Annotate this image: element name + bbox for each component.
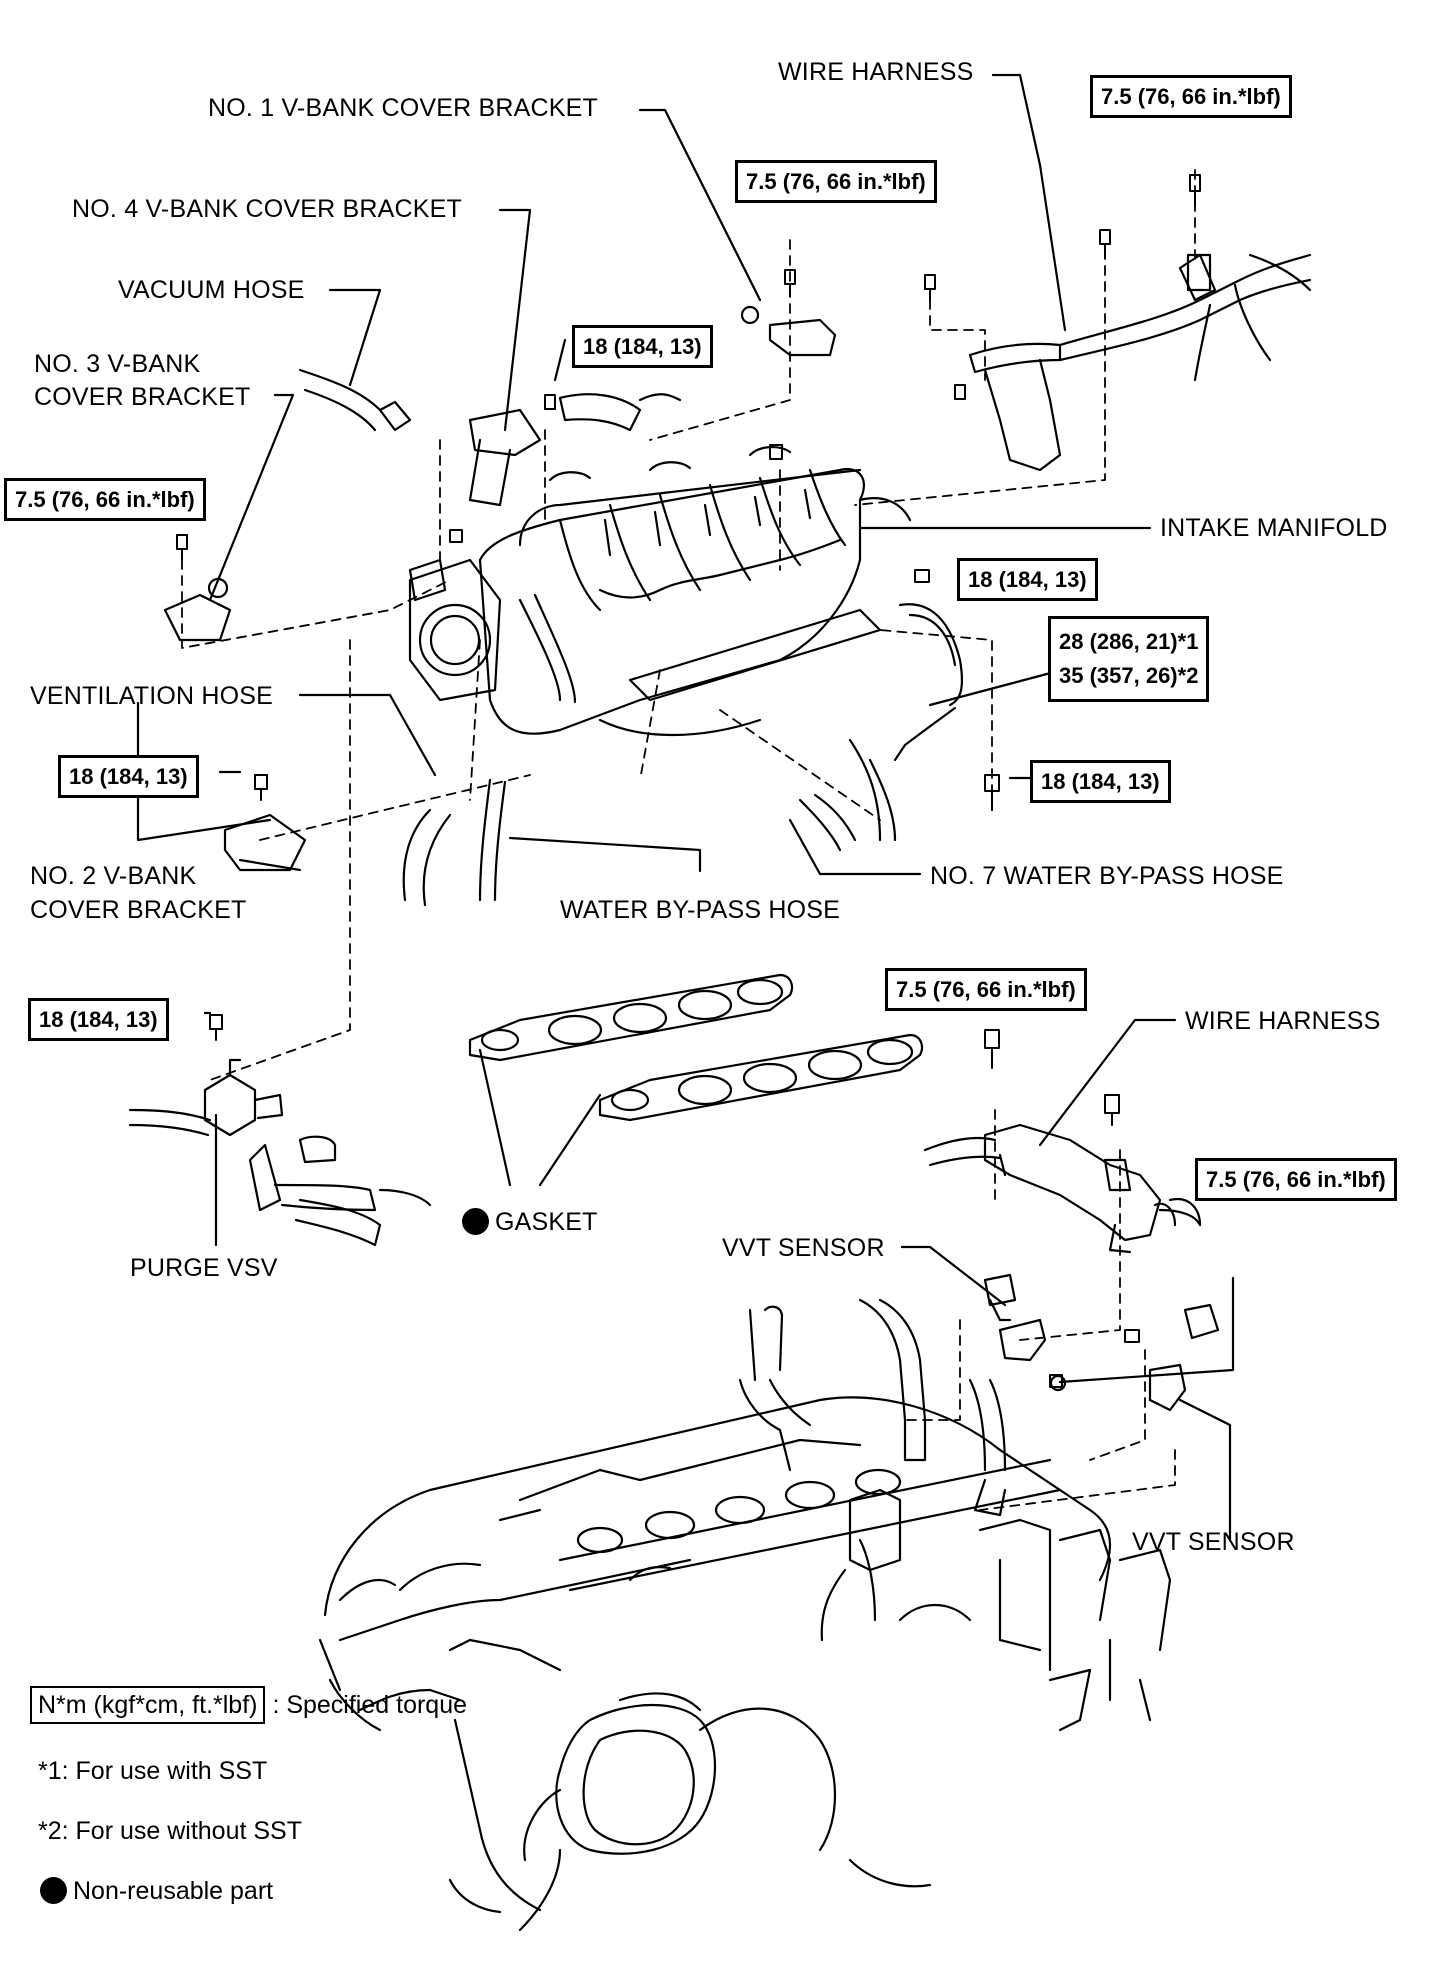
torque-fuel-pipe: 28 (286, 21)*1 35 (357, 26)*2 — [1048, 616, 1210, 702]
legend-torque: N*m (kgf*cm, ft.*lbf) : Specified torque — [30, 1686, 467, 1724]
torque-manifold-right-lower: 18 (184, 13) — [1030, 760, 1171, 803]
legend-note1: *1: For use with SST — [38, 1757, 268, 1785]
legend-torque-key: N*m (kgf*cm, ft.*lbf) — [30, 1686, 266, 1724]
torque-no3-bracket: 7.5 (76, 66 in.*lbf) — [4, 478, 206, 521]
label-no2-v-bank-line1: NO. 2 V-BANK — [30, 862, 197, 890]
nonreusable-dot-icon — [462, 1208, 489, 1235]
legend-nonreusable: Non-reusable part — [40, 1876, 273, 1906]
label-no2-v-bank-line2: COVER BRACKET — [30, 896, 247, 924]
intake-manifold-shape — [408, 446, 912, 737]
torque-fuel-pipe-line2: 35 (357, 26)*2 — [1059, 663, 1199, 688]
legend-note2: *2: For use without SST — [38, 1817, 303, 1845]
label-no4-v-bank-cover-bracket: NO. 4 V-BANK COVER BRACKET — [72, 195, 463, 223]
label-ventilation-hose: VENTILATION HOSE — [30, 682, 274, 710]
label-no3-v-bank-line1: NO. 3 V-BANK — [34, 350, 201, 378]
nonreusable-legend-dot-icon — [40, 1877, 67, 1904]
hoses — [128, 368, 1202, 1247]
torque-no1-bracket: 7.5 (76, 66 in.*lbf) — [735, 160, 937, 203]
gasket-text: GASKET — [495, 1208, 598, 1236]
purge-vsv-shape — [203, 1058, 337, 1164]
label-water-bypass-hose: WATER BY-PASS HOSE — [560, 896, 841, 924]
torque-vvt-sensor: 7.5 (76, 66 in.*lbf) — [1195, 1158, 1397, 1201]
leader-lines — [136, 73, 1235, 1542]
torque-purge-vsv: 18 (184, 13) — [28, 998, 169, 1041]
torque-wire-harness-top: 7.5 (76, 66 in.*lbf) — [1090, 75, 1292, 118]
torque-manifold-bolt-top: 18 (184, 13) — [572, 325, 713, 368]
engine-block-shape — [318, 1298, 1172, 1932]
wire-harness-top-shape — [968, 253, 1312, 472]
bolts — [176, 174, 1201, 1388]
torque-no2-bracket: 18 (184, 13) — [58, 755, 199, 798]
vvt-sensor-shapes — [983, 1273, 1220, 1412]
label-vvt-sensor-lower: VVT SENSOR — [1132, 1528, 1295, 1556]
dashed-lines — [181, 169, 1196, 1511]
legend-torque-desc: : Specified torque — [272, 1691, 468, 1719]
gaskets — [468, 973, 924, 1122]
label-gasket: GASKET — [462, 1208, 598, 1236]
wire-harness-lower-shape — [983, 1123, 1202, 1254]
legend-nonreusable-text: Non-reusable part — [73, 1877, 274, 1905]
label-vacuum-hose: VACUUM HOSE — [118, 276, 305, 304]
torque-fuel-pipe-line1: 28 (286, 21)*1 — [1059, 629, 1199, 654]
label-purge-vsv: PURGE VSV — [130, 1254, 278, 1282]
label-wire-harness-lower: WIRE HARNESS — [1185, 1007, 1381, 1035]
torque-manifold-right-top: 18 (184, 13) — [957, 558, 1098, 601]
label-intake-manifold: INTAKE MANIFOLD — [1160, 514, 1388, 542]
label-vvt-sensor-upper: VVT SENSOR — [722, 1234, 885, 1262]
label-no3-v-bank-line2: COVER BRACKET — [34, 383, 251, 411]
brackets — [163, 305, 837, 872]
label-no7-water-bypass-hose: NO. 7 WATER BY-PASS HOSE — [930, 862, 1284, 890]
label-no1-v-bank-cover-bracket: NO. 1 V-BANK COVER BRACKET — [208, 94, 599, 122]
label-wire-harness-top: WIRE HARNESS — [778, 58, 974, 86]
torque-wire-harness-lower: 7.5 (76, 66 in.*lbf) — [885, 968, 1087, 1011]
